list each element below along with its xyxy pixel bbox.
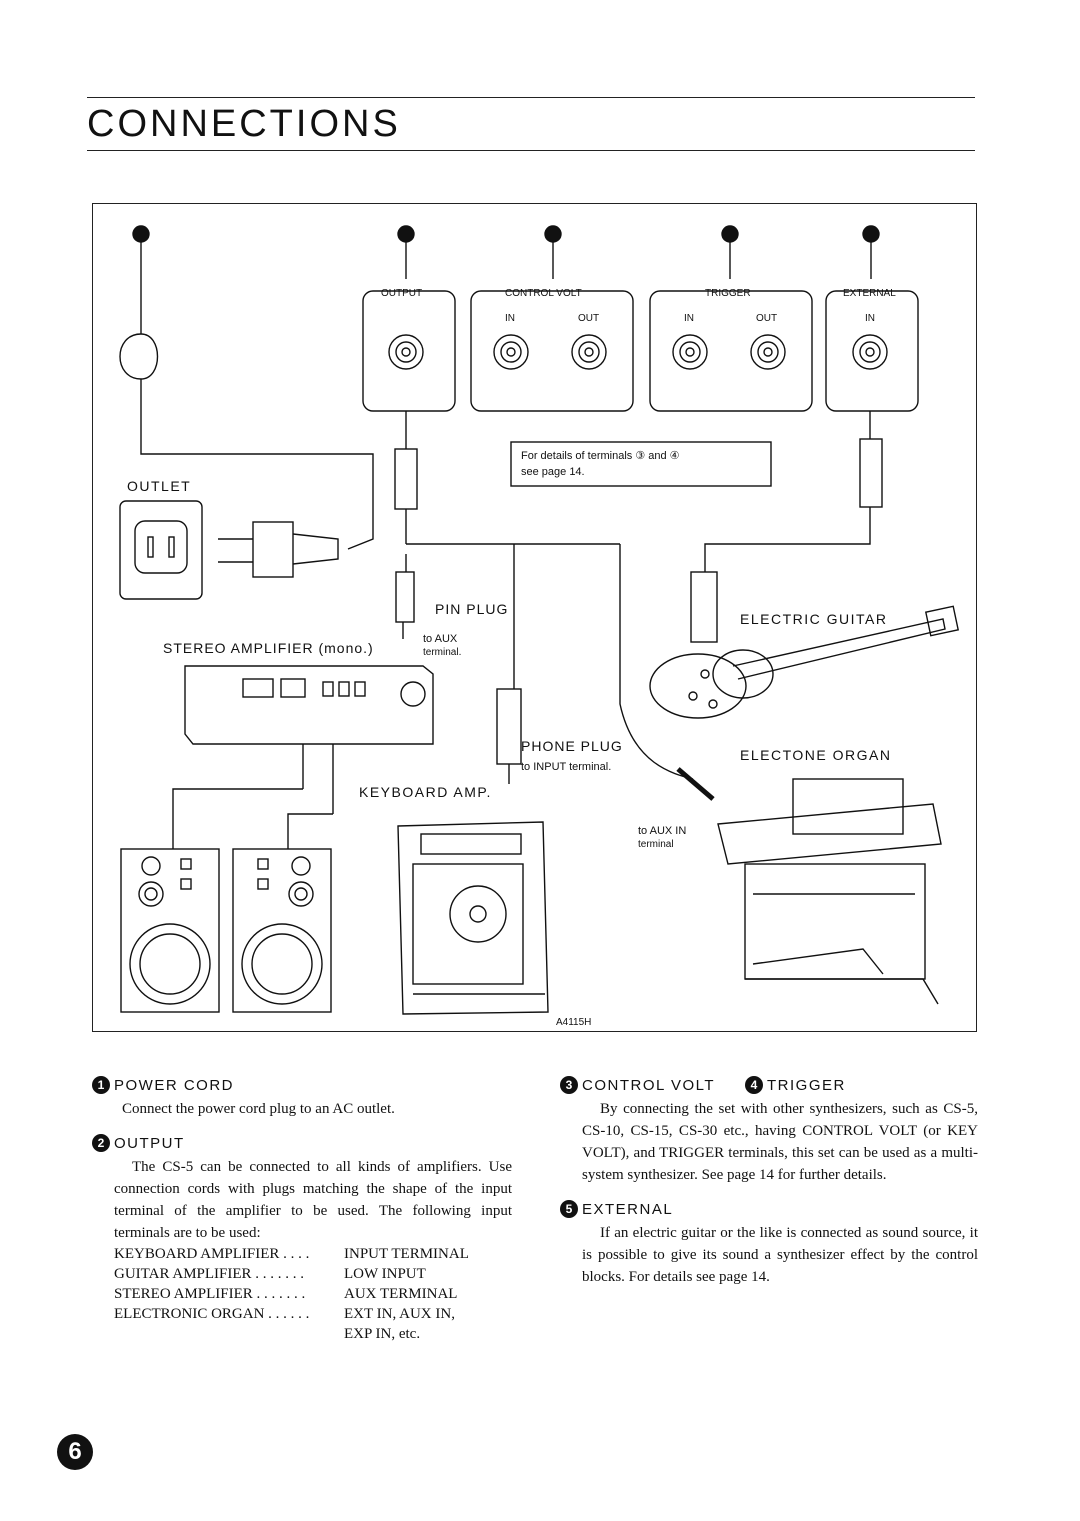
speaker-left	[120, 848, 220, 1013]
title-rule-top	[87, 97, 975, 98]
output-table: KEYBOARD AMPLIFIER . . . .INPUT TERMINAL…	[92, 1244, 512, 1344]
label-to-aux: to AUX	[423, 633, 458, 645]
trigger-title: TRIGGER	[767, 1076, 846, 1094]
control-volt-body: By connecting the set with other synthes…	[582, 1101, 978, 1183]
label-code: A4115H	[556, 1017, 591, 1028]
output-table-row: STEREO AMPLIFIER . . . . . . .AUX TERMIN…	[114, 1286, 458, 1302]
jack-output	[388, 334, 424, 370]
power-cord-number: 1	[92, 1076, 110, 1094]
output-title: OUTPUT	[114, 1134, 185, 1152]
label-keyboard-amp: KEYBOARD AMP.	[359, 784, 492, 800]
jack-cv-in	[493, 334, 529, 370]
external-title: EXTERNAL	[582, 1200, 674, 1218]
jack-trig-out	[750, 334, 786, 370]
output-plug	[394, 448, 418, 510]
external-plug	[859, 438, 883, 508]
phone-plug	[496, 688, 522, 765]
output-table-row: EXP IN, etc.	[344, 1326, 421, 1342]
callout-3	[544, 225, 562, 279]
control-volt-heading: 3 CONTROL VOLT 4 TRIGGER	[560, 1076, 978, 1094]
output-body: The CS-5 can be connected to all kinds o…	[114, 1159, 512, 1241]
note-line2: see page 14.	[521, 466, 585, 478]
label-trig-out: OUT	[756, 313, 777, 324]
label-trigger: TRIGGER	[705, 288, 751, 299]
trigger-number: 4	[745, 1076, 764, 1094]
callout-5	[862, 225, 880, 279]
callout-1	[132, 225, 150, 334]
label-ext-in: IN	[865, 313, 875, 324]
keyboard-amp	[397, 821, 549, 1015]
label-to-aux-in: to AUX IN	[638, 825, 686, 837]
external-number: 5	[560, 1200, 578, 1218]
label-outlet: OUTLET	[127, 478, 191, 494]
speaker-right	[232, 848, 332, 1013]
label-terminal: terminal.	[423, 647, 461, 658]
title-rule-bottom	[87, 150, 975, 151]
label-external: EXTERNAL	[843, 288, 896, 299]
electone-organ	[717, 778, 942, 1005]
power-cord-loop	[119, 333, 159, 380]
label-cv-out: OUT	[578, 313, 599, 324]
label-phone-plug: PHONE PLUG	[521, 738, 623, 754]
jack-external	[852, 334, 888, 370]
output-heading: 2 OUTPUT	[92, 1134, 512, 1152]
label-trig-in: IN	[684, 313, 694, 324]
control-volt-title: CONTROL VOLT	[582, 1076, 716, 1094]
external-heading: 5 EXTERNAL	[560, 1200, 978, 1218]
label-electric-guitar: ELECTRIC GUITAR	[740, 611, 887, 627]
guitar-plug	[690, 571, 718, 643]
control-volt-number: 3	[560, 1076, 578, 1094]
outlet-plate	[119, 500, 203, 600]
power-cord-body: Connect the power cord plug to an AC out…	[122, 1101, 395, 1117]
label-control-volt: CONTROL VOLT	[505, 288, 582, 299]
diagram-svg: OUTPUT CONTROL VOLT TRIGGER EXTERNAL IN …	[119, 225, 960, 1028]
label-to-input: to INPUT terminal.	[521, 761, 611, 773]
pin-plug	[395, 571, 415, 623]
control-volt-panel	[470, 290, 634, 412]
note-line1: For details of terminals ③ and ④	[521, 450, 680, 462]
power-cord-line	[140, 379, 374, 550]
label-pin-plug: PIN PLUG	[435, 601, 508, 617]
output-table-row: KEYBOARD AMPLIFIER . . . .INPUT TERMINAL	[114, 1246, 469, 1262]
external-body: If an electric guitar or the like is con…	[582, 1225, 978, 1285]
stereo-amplifier	[184, 665, 434, 745]
external-panel	[825, 290, 919, 412]
label-cv-in: IN	[505, 313, 515, 324]
callout-4	[721, 225, 739, 279]
jack-cv-out	[571, 334, 607, 370]
jack-trig-in	[672, 334, 708, 370]
trigger-panel	[649, 290, 813, 412]
label-electone-organ: ELECTONE ORGAN	[740, 747, 891, 763]
power-cord-title: POWER CORD	[114, 1076, 234, 1094]
page-title: CONNECTIONS	[87, 103, 401, 145]
power-cord-heading: 1 POWER CORD	[92, 1076, 512, 1094]
output-table-row: ELECTRONIC ORGAN . . . . . .EXT IN, AUX …	[114, 1306, 455, 1322]
label-output: OUTPUT	[381, 288, 422, 299]
output-number: 2	[92, 1134, 110, 1152]
connection-diagram: OUTPUT CONTROL VOLT TRIGGER EXTERNAL IN …	[92, 203, 977, 1032]
callout-2	[397, 225, 415, 279]
label-terminal2: terminal	[638, 839, 674, 850]
right-column: 3 CONTROL VOLT 4 TRIGGER By connecting t…	[560, 1076, 978, 1288]
left-column: 1 POWER CORD Connect the power cord plug…	[92, 1076, 512, 1344]
power-plug	[252, 521, 294, 578]
electric-guitar	[649, 605, 960, 719]
page-number: 6	[57, 1434, 93, 1470]
label-stereo-amp: STEREO AMPLIFIER (mono.)	[163, 640, 374, 656]
output-table-row: GUITAR AMPLIFIER . . . . . . .LOW INPUT	[114, 1266, 426, 1282]
organ-cable	[619, 544, 694, 780]
output-panel	[362, 290, 456, 412]
note-box	[510, 441, 772, 487]
